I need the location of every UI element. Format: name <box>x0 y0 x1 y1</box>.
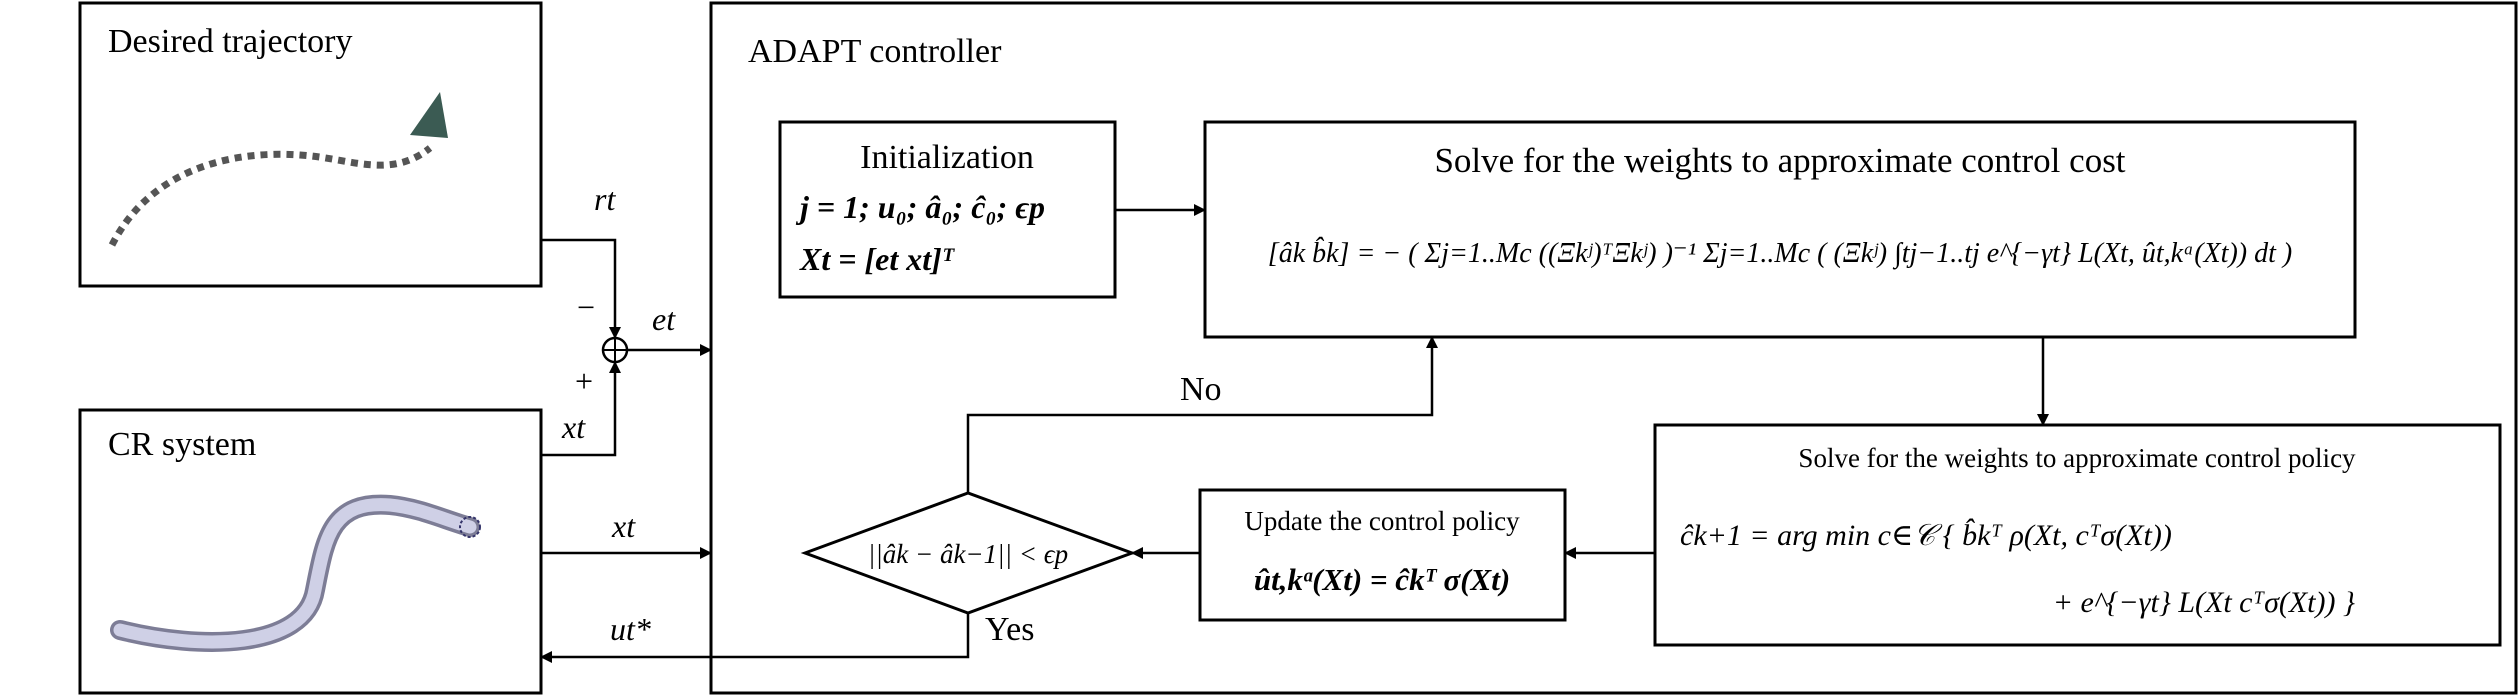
control-policy-equation-line2: + e^{−γt} L(Xt cᵀσ(Xt)) } <box>2053 586 2355 619</box>
trajectory-arrowhead-icon <box>410 92 448 138</box>
cr-system-title: CR system <box>108 426 256 463</box>
no-branch-label: No <box>1180 371 1222 408</box>
initialization-params: j = 1; u₀; â₀; ĉ₀; ϵp <box>795 189 1045 225</box>
reference-signal-line <box>541 238 621 339</box>
cr-system-block: CR system <box>78 408 543 695</box>
control-output-label: ut* <box>610 611 651 647</box>
no-loop-arrow <box>966 336 1438 493</box>
update-policy-equation: ût,kᵃ(Xt) = ĉkᵀ σ(Xt) <box>1254 562 1510 597</box>
control-policy-equation-line1: ĉk+1 = arg min c∈𝒞 { b̂kᵀ ρ(Xt, cᵀσ(Xt)) <box>1680 518 2172 552</box>
robot-tip-marker <box>459 516 481 538</box>
feedback-signal-label: xt <box>561 409 586 445</box>
desired-trajectory-title: Desired trajectory <box>108 23 353 60</box>
adapt-controller-title: ADAPT controller <box>748 33 1002 70</box>
summing-junction <box>601 336 629 364</box>
initialization-title: Initialization <box>860 139 1034 176</box>
reference-signal-label: rt <box>594 181 616 217</box>
plus-sign: + <box>575 363 593 399</box>
initialization-block: Initialization j = 1; u₀; â₀; ĉ₀; ϵp Xt … <box>778 120 1117 299</box>
control-output-arrow <box>540 613 970 663</box>
initialization-state: Xt = [et xt]ᵀ <box>799 241 956 277</box>
control-cost-equation: [âk b̂k] = − ( Σj=1..Mc ((Ξkʲ)ᵀΞkʲ) )⁻¹ … <box>1268 237 2292 270</box>
continuum-robot <box>113 498 477 649</box>
control-cost-title: Solve for the weights to approximate con… <box>1434 141 2125 180</box>
minus-sign: − <box>577 289 595 325</box>
convergence-condition: ||âk − âk−1|| < ϵp <box>868 539 1068 569</box>
error-signal-label: et <box>652 301 676 337</box>
connections <box>540 204 2049 663</box>
update-policy-title: Update the control policy <box>1244 506 1520 536</box>
trajectory-curve <box>108 145 433 247</box>
desired-trajectory-block: Desired trajectory <box>78 1 543 288</box>
yes-branch-label: Yes <box>985 611 1034 648</box>
update-policy-block: Update the control policy ût,kᵃ(Xt) = ĉk… <box>1198 488 1567 622</box>
state-signal-label: xt <box>611 508 636 544</box>
control-cost-block: Solve for the weights to approximate con… <box>1203 120 2357 339</box>
control-policy-title: Solve for the weights to approximate con… <box>1798 443 2356 473</box>
control-policy-block: Solve for the weights to approximate con… <box>1653 423 2502 647</box>
feedback-signal-line <box>541 361 621 457</box>
